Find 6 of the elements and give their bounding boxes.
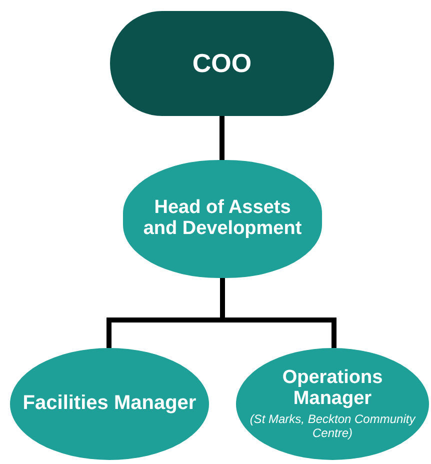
role-title: Head of Assets and Development bbox=[142, 198, 303, 240]
role-title: COO bbox=[192, 49, 252, 78]
role-title: Facilities Manager bbox=[22, 393, 196, 415]
role-title: Operations Manager bbox=[281, 368, 384, 410]
role-note: (St Marks, Beckton Community Centre) bbox=[248, 413, 417, 440]
connector-line bbox=[220, 116, 224, 160]
